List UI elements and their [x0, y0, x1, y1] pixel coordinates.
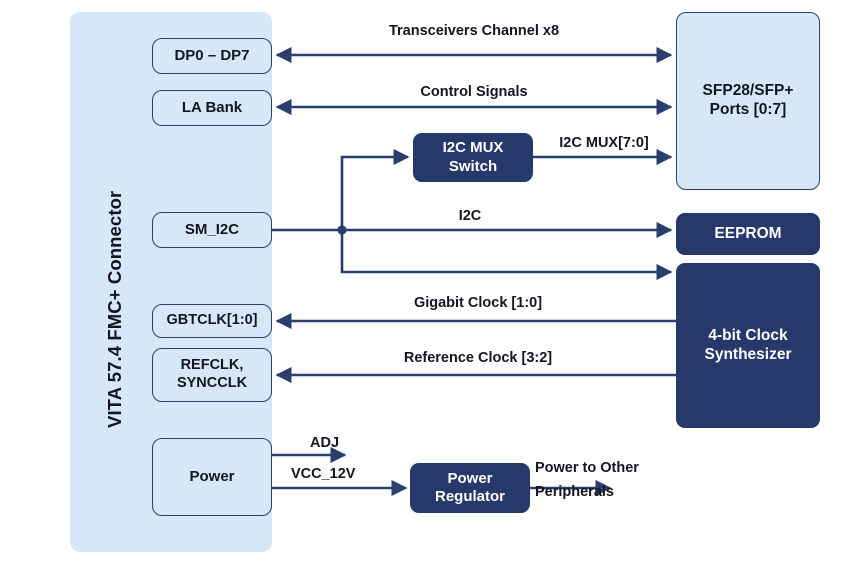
label-vcc-12v: VCC_12V	[291, 466, 356, 482]
label-i2c: I2C	[458, 208, 482, 224]
label-transceivers-channel: Transceivers Channel x8	[388, 23, 560, 39]
label-i2c-mux-bus: I2C MUX[7:0]	[559, 135, 649, 151]
label-control-signals: Control Signals	[420, 84, 528, 100]
label-gigabit-clock: Gigabit Clock [1:0]	[413, 295, 543, 311]
block-la-bank-label: LA Bank	[181, 98, 243, 116]
block-power-regulator-label: Power Regulator	[434, 469, 505, 505]
block-sm-i2c[interactable]: SM_I2C	[152, 212, 272, 248]
label-adj: ADJ	[310, 435, 340, 451]
label-power-to-peripherals-line2: Peripherals	[535, 484, 614, 500]
label-power-to-peripherals-line1: Power to Other	[535, 460, 639, 476]
block-sm-i2c-label: SM_I2C	[184, 220, 240, 238]
block-clock-synthesizer-label: 4-bit Clock Synthesizer	[704, 326, 792, 363]
block-dp0-dp7[interactable]: DP0 – DP7	[152, 38, 272, 74]
block-gbtclk-label: GBTCLK[1:0]	[166, 312, 258, 329]
block-sfp-ports-label: SFP28/SFP+ Ports [0:7]	[702, 82, 794, 118]
block-sfp-ports[interactable]: SFP28/SFP+ Ports [0:7]	[676, 12, 820, 190]
block-la-bank[interactable]: LA Bank	[152, 90, 272, 126]
block-power[interactable]: Power	[152, 438, 272, 516]
block-gbtclk[interactable]: GBTCLK[1:0]	[152, 304, 272, 338]
block-dp0-dp7-label: DP0 – DP7	[174, 46, 250, 64]
block-eeprom-label: EEPROM	[714, 224, 782, 242]
block-power-regulator[interactable]: Power Regulator	[410, 463, 530, 513]
block-power-label: Power	[189, 467, 235, 485]
block-refclk-syncclk-label: REFCLK, SYNCCLK	[176, 357, 248, 391]
vita-connector-panel-label: VITA 57.4 FMC+ Connector	[104, 190, 125, 428]
label-reference-clock: Reference Clock [3:2]	[403, 350, 553, 366]
block-eeprom[interactable]: EEPROM	[676, 213, 820, 255]
block-clock-synthesizer[interactable]: 4-bit Clock Synthesizer	[676, 263, 820, 428]
block-i2c-mux-switch[interactable]: I2C MUX Switch	[413, 133, 533, 182]
block-i2c-mux-switch-label: I2C MUX Switch	[442, 139, 504, 175]
block-refclk-syncclk[interactable]: REFCLK, SYNCCLK	[152, 348, 272, 402]
